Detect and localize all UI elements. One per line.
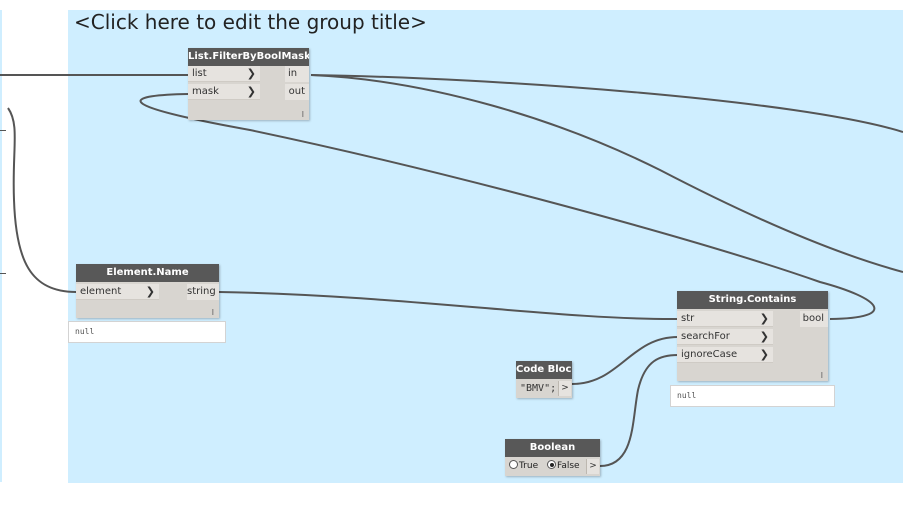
- string-contains-node[interactable]: String.Contains str ❯ searchFor ❯ ignore…: [677, 291, 828, 381]
- node-title[interactable]: Boolean: [505, 439, 600, 457]
- port-label: element: [80, 286, 122, 297]
- node-title[interactable]: Code Block: [516, 361, 572, 379]
- wire-in-to-right-2: [310, 74, 903, 273]
- lacing-indicator[interactable]: l: [301, 110, 304, 119]
- wire-code-to-searchfor: [571, 336, 679, 385]
- lacing-indicator[interactable]: l: [211, 308, 214, 317]
- element-name-node[interactable]: Element.Name element ❯ string l: [76, 264, 219, 318]
- chevron-right-icon: ❯: [246, 67, 256, 80]
- output-port-in[interactable]: in: [285, 66, 309, 82]
- code-editor[interactable]: "BMV";: [520, 383, 557, 394]
- preview-bubble[interactable]: null: [68, 321, 226, 343]
- output-port-boolean[interactable]: >: [586, 459, 599, 474]
- filter-by-bool-mask-node[interactable]: List.FilterByBoolMask list ❯ mask ❯ in o…: [188, 48, 309, 120]
- boolean-node[interactable]: Boolean True False >: [505, 439, 600, 476]
- radio-checked-icon: [547, 460, 556, 469]
- radio-false-label: False: [557, 461, 580, 471]
- input-port-mask[interactable]: mask ❯: [188, 84, 260, 100]
- wire-left-to-element: [7, 107, 77, 293]
- boolean-toggle: True False: [509, 459, 580, 473]
- wire-boolean-to-ignorecase: [599, 354, 679, 467]
- group-background-left: [0, 10, 2, 482]
- input-port-ignorecase[interactable]: ignoreCase ❯: [677, 347, 773, 363]
- chevron-right-icon: ❯: [759, 312, 769, 325]
- node-title[interactable]: Element.Name: [76, 264, 219, 282]
- output-port-bool[interactable]: bool: [800, 311, 828, 327]
- code-block-node[interactable]: Code Block "BMV"; >: [516, 361, 572, 398]
- port-label: ignoreCase: [681, 349, 738, 360]
- chevron-right-icon: ❯: [145, 285, 155, 298]
- node-title[interactable]: List.FilterByBoolMask: [188, 48, 309, 66]
- group-title[interactable]: <Click here to edit the group title>: [74, 10, 427, 34]
- wire-string-to-str: [218, 291, 679, 321]
- input-port-element[interactable]: element ❯: [76, 284, 159, 300]
- input-port-str[interactable]: str ❯: [677, 311, 773, 327]
- offscreen-wire-tick: [0, 273, 6, 274]
- radio-unchecked-icon: [509, 460, 518, 469]
- wire-bool-to-mask: [139, 93, 876, 320]
- port-label: searchFor: [681, 331, 730, 342]
- radio-true[interactable]: True: [509, 460, 539, 471]
- output-port-out[interactable]: out: [285, 84, 309, 100]
- input-port-list[interactable]: list ❯: [188, 66, 260, 82]
- chevron-right-icon: ❯: [759, 348, 769, 361]
- chevron-right-icon: ❯: [246, 85, 256, 98]
- node-title[interactable]: String.Contains: [677, 291, 828, 309]
- output-port-code[interactable]: >: [558, 381, 571, 396]
- lacing-indicator[interactable]: l: [820, 371, 823, 380]
- port-label: list: [192, 68, 207, 79]
- radio-true-label: True: [519, 461, 539, 471]
- radio-false[interactable]: False: [547, 460, 580, 471]
- output-port-string[interactable]: string: [187, 284, 219, 300]
- input-port-searchfor[interactable]: searchFor ❯: [677, 329, 773, 345]
- port-label: mask: [192, 86, 219, 97]
- wire-in-to-right-1: [310, 74, 903, 133]
- preview-bubble[interactable]: null: [670, 385, 835, 407]
- chevron-right-icon: ❯: [759, 330, 769, 343]
- offscreen-wire-tick: [0, 130, 6, 131]
- port-label: str: [681, 313, 695, 324]
